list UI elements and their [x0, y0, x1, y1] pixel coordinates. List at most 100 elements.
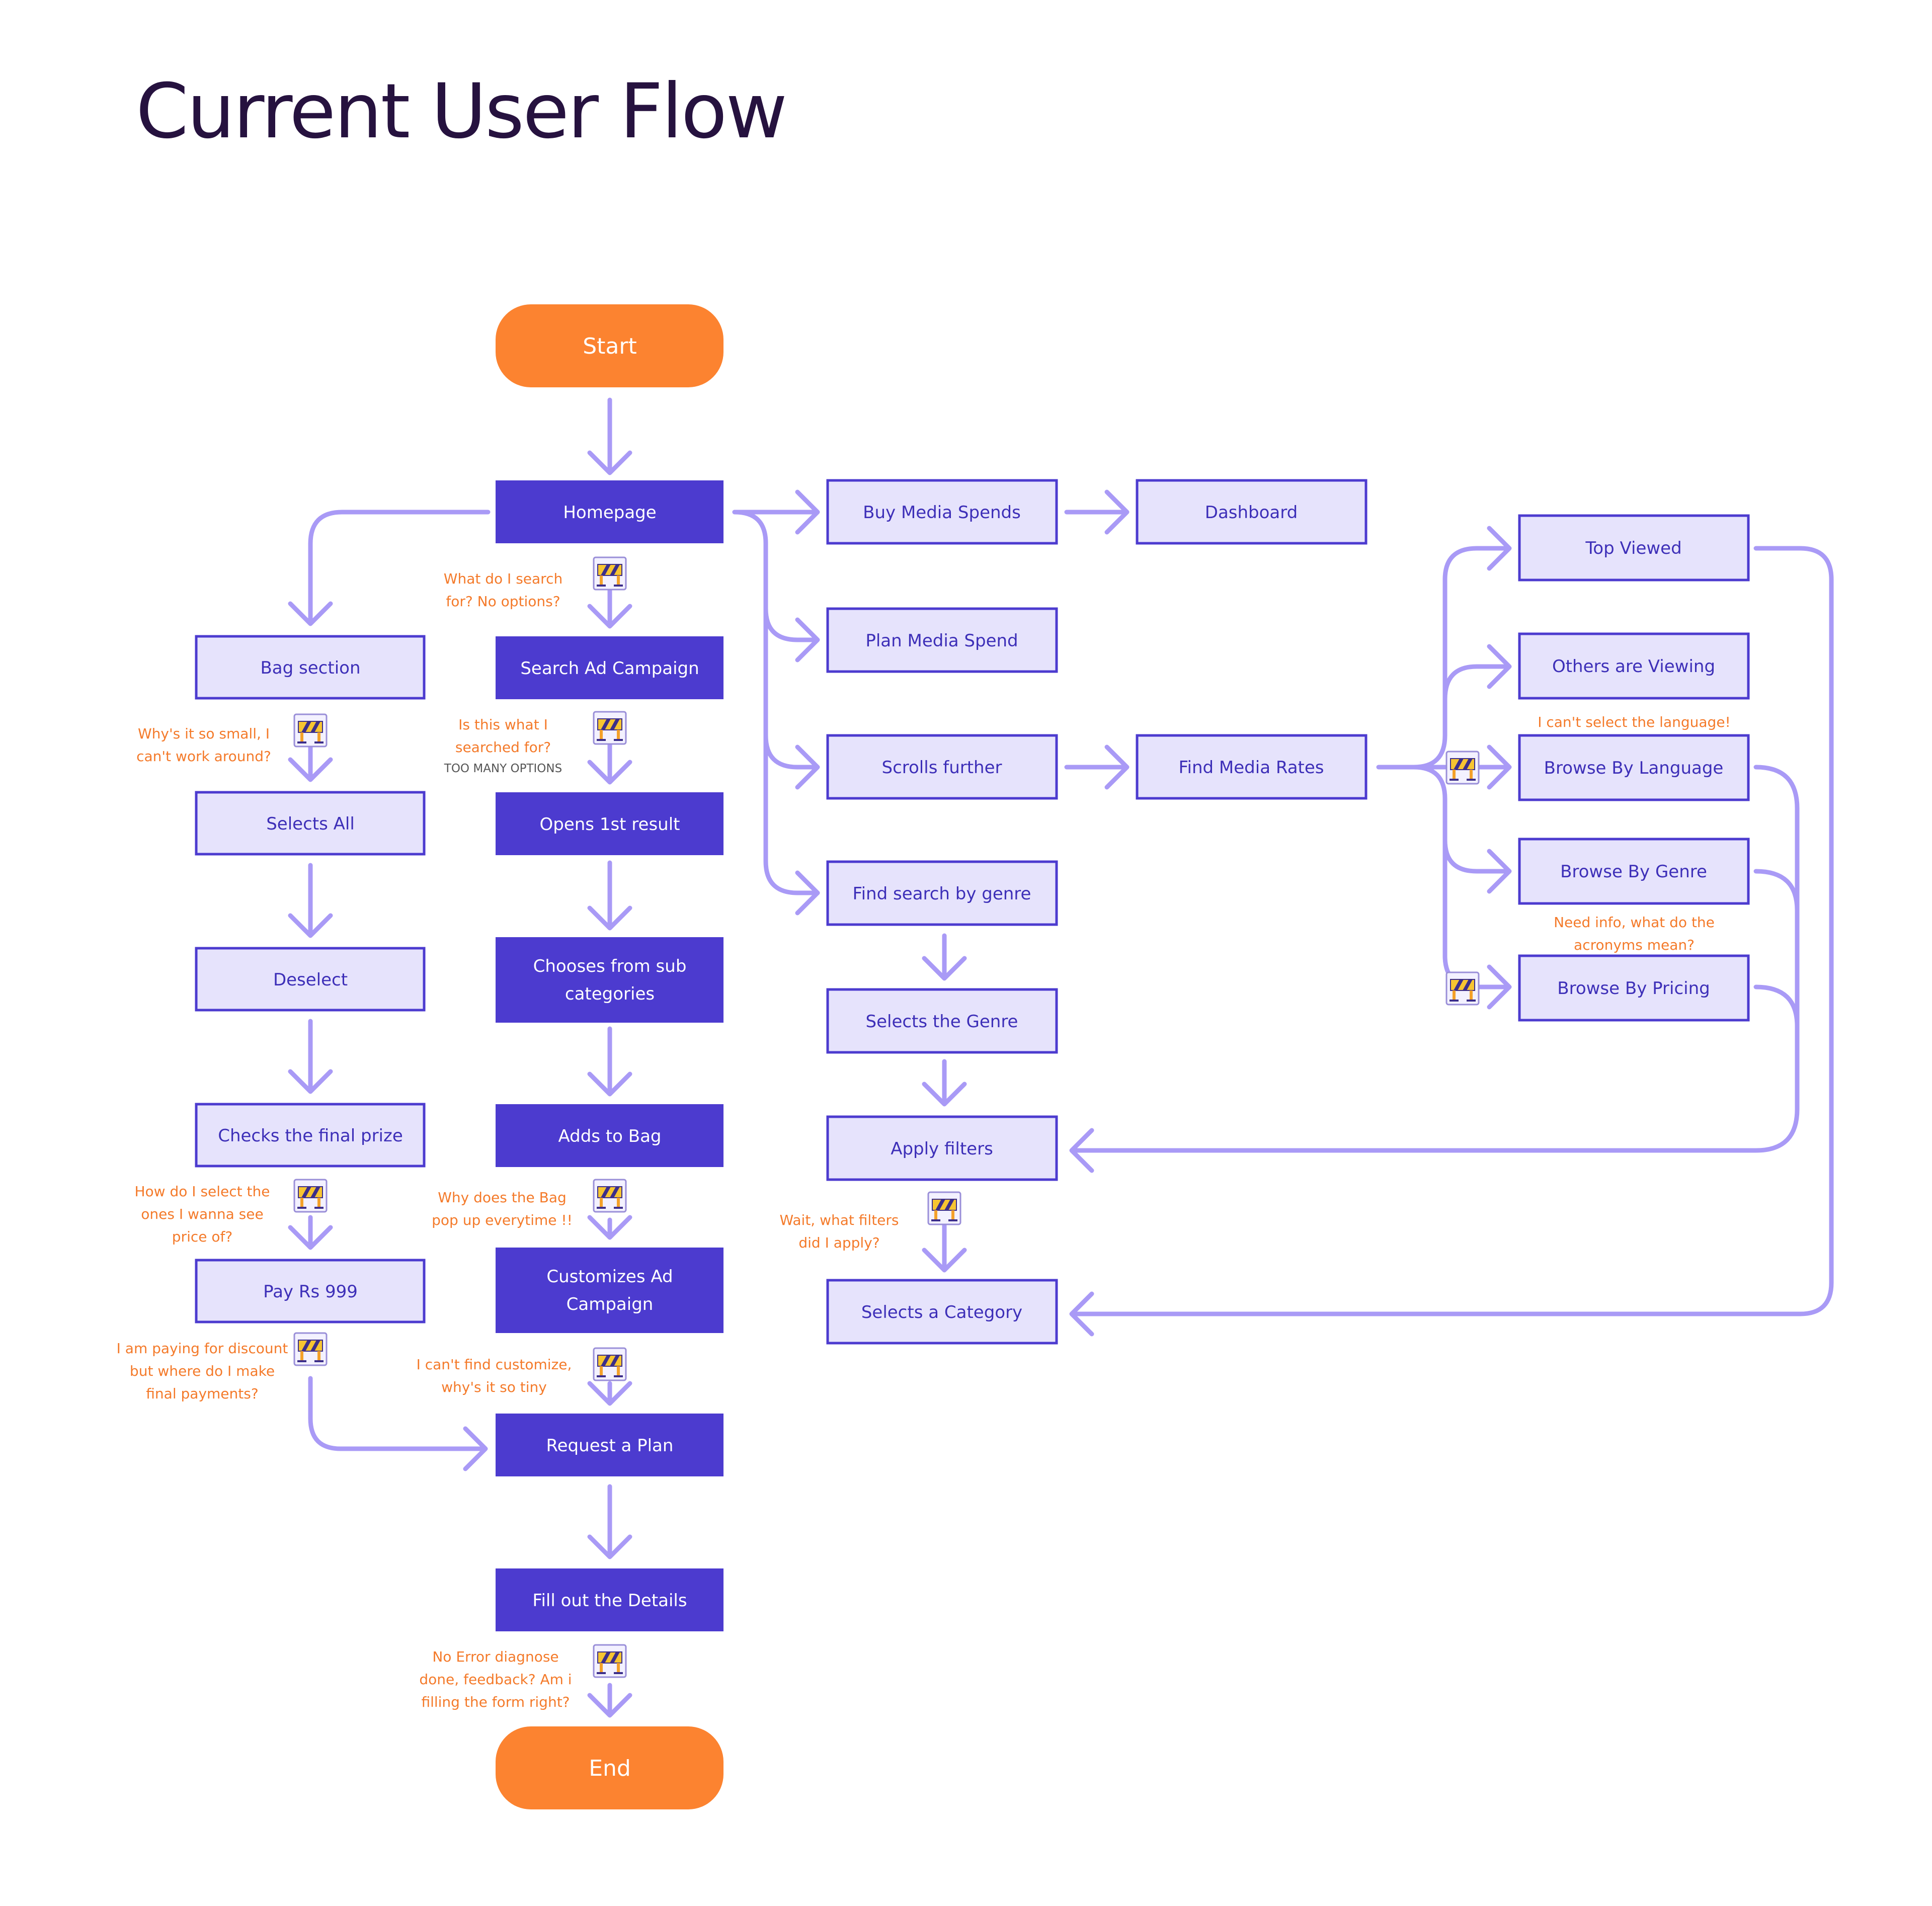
node-browse-by-pricing[interactable]: Browse By Pricing	[1518, 954, 1750, 1022]
end-terminal[interactable]: End	[496, 1726, 723, 1809]
node-search-ad-campaign-label: Search Ad Campaign	[520, 658, 699, 679]
connector-opens-chooses	[587, 860, 632, 931]
roadblock-barrier-icon	[593, 1644, 627, 1678]
node-find-media-rates-label: Find Media Rates	[1178, 758, 1324, 778]
roadblock-barrier-icon	[593, 1179, 627, 1213]
node-find-search-by-genre[interactable]: Find search by genre	[826, 860, 1058, 926]
node-buy-media-spends[interactable]: Buy Media Spends	[826, 479, 1058, 545]
connector-selects-deselect	[288, 863, 333, 938]
svg-text:final payments?: final payments?	[146, 1385, 258, 1402]
node-search-ad-campaign[interactable]: Search Ad Campaign	[496, 636, 723, 699]
node-selects-a-category-label: Selects a Category	[861, 1302, 1022, 1322]
roadblock-barrier-icon	[1445, 751, 1480, 785]
svg-text:Why does the Bag: Why does the Bag	[438, 1189, 567, 1206]
connector-apply-category	[922, 1222, 967, 1273]
connector-fill-end	[587, 1683, 632, 1718]
node-opens-first-result-label: Opens 1st result	[539, 814, 680, 835]
node-opens-first-result[interactable]: Opens 1st result	[496, 792, 723, 855]
connector-scrolls-rates	[1064, 744, 1130, 790]
node-chooses-sub-categories-line2: categories	[565, 984, 655, 1004]
node-selects-all-label: Selects All	[266, 814, 355, 834]
node-scrolls-further-label: Scrolls further	[882, 758, 1002, 778]
node-browse-by-language[interactable]: Browse By Language	[1518, 734, 1750, 801]
node-top-viewed[interactable]: Top Viewed	[1518, 514, 1750, 582]
connector-genre-apply	[1753, 869, 1800, 913]
start-terminal[interactable]: Start	[496, 304, 723, 387]
svg-text:can't work around?: can't work around?	[136, 748, 271, 765]
node-pay-rs-999-label: Pay Rs 999	[263, 1282, 358, 1302]
node-find-media-rates[interactable]: Find Media Rates	[1136, 734, 1367, 800]
node-request-a-plan-label: Request a Plan	[546, 1436, 674, 1456]
roadblock-barrier-icon	[927, 1191, 961, 1225]
svg-text:I can't select the language!: I can't select the language!	[1538, 714, 1731, 730]
svg-text:Is this what I: Is this what I	[458, 716, 548, 733]
node-scrolls-further[interactable]: Scrolls further	[826, 734, 1058, 800]
connector-adds-customizes	[587, 1215, 632, 1240]
connector-rates-genre	[1442, 838, 1512, 894]
note-bag-popup: Why does the Bag pop up everytime !!	[432, 1189, 573, 1228]
note-select-price: How do I select the ones I wanna see pri…	[135, 1183, 270, 1245]
note-no-error-diagnose: No Error diagnose done, feedback? Am i f…	[419, 1648, 572, 1710]
node-checks-final-prize[interactable]: Checks the final prize	[195, 1103, 426, 1168]
note-is-this-searched: Is this what I searched for? TOO MANY OP…	[444, 716, 562, 775]
node-pay-rs-999[interactable]: Pay Rs 999	[195, 1259, 426, 1323]
node-fill-out-details-label: Fill out the Details	[532, 1591, 687, 1611]
connector-homepage-search	[587, 584, 632, 629]
connector-homepage-branch	[732, 510, 820, 895]
node-chooses-sub-categories[interactable]: Chooses from sub categories	[496, 937, 723, 1023]
node-selects-all[interactable]: Selects All	[195, 791, 426, 856]
svg-text:How do I select the: How do I select the	[135, 1183, 270, 1200]
svg-text:price of?: price of?	[172, 1228, 232, 1245]
node-fill-out-details[interactable]: Fill out the Details	[496, 1568, 723, 1631]
svg-text:acronyms mean?: acronyms mean?	[1574, 937, 1695, 953]
node-browse-by-pricing-label: Browse By Pricing	[1557, 978, 1710, 999]
svg-text:why's it so tiny: why's it so tiny	[441, 1379, 547, 1395]
node-checks-final-prize-label: Checks the final prize	[218, 1126, 403, 1146]
svg-text:I am paying for discount: I am paying for discount	[117, 1340, 288, 1357]
node-chooses-sub-categories-line1: Chooses from sub	[533, 956, 687, 976]
node-plan-media-spend[interactable]: Plan Media Spend	[826, 607, 1058, 673]
node-homepage-label: Homepage	[563, 503, 656, 523]
node-selects-the-genre[interactable]: Selects the Genre	[826, 988, 1058, 1054]
note-search-no-options: What do I search for? No options?	[444, 570, 562, 610]
page-title: Current User Flow	[136, 68, 787, 155]
node-bag-section[interactable]: Bag section	[195, 635, 426, 700]
roadblock-barrier-icon	[593, 711, 627, 745]
node-request-a-plan[interactable]: Request a Plan	[496, 1414, 723, 1476]
node-apply-filters-label: Apply filters	[891, 1139, 993, 1159]
note-cant-select-language: I can't select the language!	[1538, 714, 1731, 730]
node-plan-media-spend-label: Plan Media Spend	[865, 631, 1018, 651]
connector-branch-plan	[763, 606, 820, 662]
node-browse-by-language-label: Browse By Language	[1544, 758, 1724, 778]
node-selects-a-category[interactable]: Selects a Category	[826, 1279, 1058, 1345]
node-deselect[interactable]: Deselect	[195, 947, 426, 1012]
roadblock-barrier-icon	[293, 713, 328, 748]
node-adds-to-bag[interactable]: Adds to Bag	[496, 1104, 723, 1167]
connector-branch-genre	[795, 870, 820, 916]
note-why-so-small: Why's it so small, I can't work around?	[136, 725, 271, 765]
node-apply-filters[interactable]: Apply filters	[826, 1115, 1058, 1181]
connector-branch-scrolls	[763, 733, 820, 790]
node-homepage[interactable]: Homepage	[496, 480, 723, 543]
connector-findgenre-selects	[922, 933, 967, 981]
connector-pricing-apply	[1753, 984, 1800, 1029]
svg-text:Why's it so small, I: Why's it so small, I	[138, 725, 270, 742]
connector-selects-apply	[922, 1059, 967, 1107]
svg-text:for? No options?: for? No options?	[446, 593, 560, 610]
svg-text:No Error diagnose: No Error diagnose	[432, 1648, 558, 1665]
node-others-are-viewing[interactable]: Others are Viewing	[1518, 632, 1750, 700]
connector-checks-pay	[288, 1215, 333, 1250]
node-customizes-ad-campaign[interactable]: Customizes Ad Campaign	[496, 1248, 723, 1333]
svg-text:pop up everytime !!: pop up everytime !!	[432, 1212, 573, 1228]
node-selects-the-genre-label: Selects the Genre	[866, 1012, 1018, 1032]
connector-request-fill	[587, 1484, 632, 1559]
node-dashboard[interactable]: Dashboard	[1136, 479, 1367, 545]
node-top-viewed-label: Top Viewed	[1585, 538, 1681, 558]
note-cant-find-customize: I can't find customize, why's it so tiny	[417, 1356, 572, 1395]
node-deselect-label: Deselect	[273, 970, 348, 990]
svg-text:I can't find customize,: I can't find customize,	[417, 1356, 572, 1373]
note-what-filters: Wait, what filters did I apply?	[779, 1212, 899, 1251]
node-browse-by-genre[interactable]: Browse By Genre	[1518, 838, 1750, 905]
connector-chooses-adds	[587, 1026, 632, 1097]
